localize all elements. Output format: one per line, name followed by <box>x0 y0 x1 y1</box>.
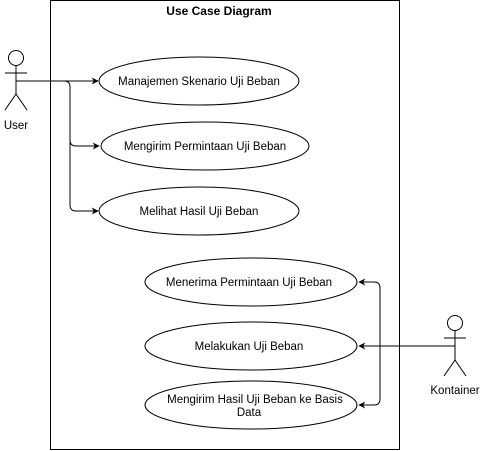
use-case-view-results: Melihat Hasil Uji Beban <box>98 186 300 236</box>
connector-user-view-results <box>69 140 99 215</box>
use-case-receive-request: Menerima Permintaan Uji Beban <box>144 257 358 307</box>
actor-container <box>443 315 467 377</box>
user-connectors <box>16 77 100 215</box>
actor-user-label: User <box>4 120 28 132</box>
actor-head <box>447 315 463 331</box>
actor-head <box>8 50 24 66</box>
actor-right-leg <box>15 93 28 111</box>
use-case-run-test: Melakukan Uji Beban <box>144 321 358 371</box>
use-case-send-results: Mengirim Hasil Uji Beban ke Basis Data <box>144 380 358 430</box>
actor-right-leg <box>454 359 467 377</box>
use-case-label: Mengirim Permintaan Uji Beban <box>124 141 286 153</box>
use-case-label: Manajemen Skenario Uji Beban <box>118 76 280 88</box>
connector-user-send-request <box>16 80 100 150</box>
use-case-label: Mengirim Hasil Uji Beban ke Basis <box>167 394 343 406</box>
diagram-title: Use Case Diagram <box>166 4 271 18</box>
use-case-label: Data <box>237 407 262 419</box>
actor-left-leg <box>443 359 456 377</box>
use-case-label: Melihat Hasil Uji Beban <box>140 206 259 218</box>
actor-container-label: Kontainer <box>430 385 479 397</box>
actor-left-leg <box>4 93 17 111</box>
container-connectors <box>358 278 455 409</box>
use-case-label: Melakukan Uji Beban <box>195 341 304 353</box>
use-case-manage-scenario: Manajemen Skenario Uji Beban <box>98 56 300 106</box>
actor-user <box>4 50 28 111</box>
use-case-send-request: Mengirim Permintaan Uji Beban <box>100 121 310 171</box>
connector-container-send-results <box>358 346 381 409</box>
connector-container-receive-request <box>358 278 381 346</box>
use-case-label: Menerima Permintaan Uji Beban <box>166 277 332 289</box>
